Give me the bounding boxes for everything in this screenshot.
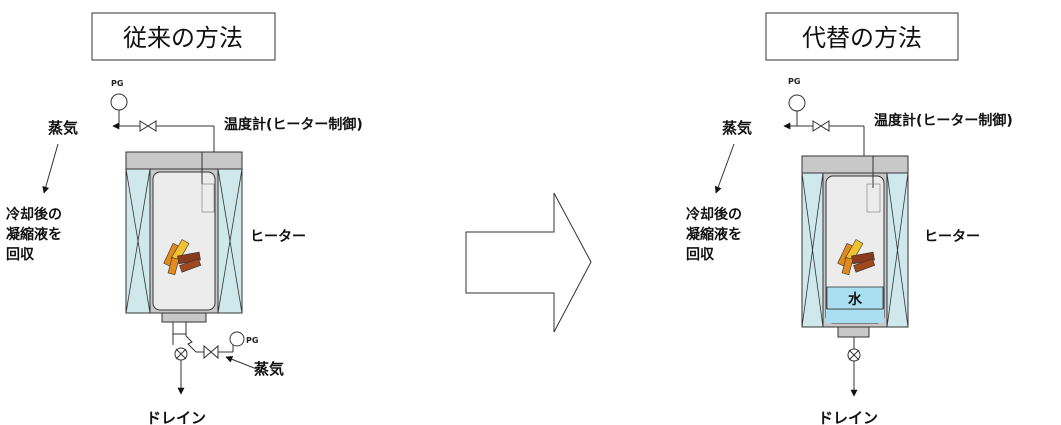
bottom-pressure-gauge-icon xyxy=(229,331,245,347)
top-pressure-gauge-label: PG xyxy=(788,77,800,86)
steam-outlet-valve-icon xyxy=(812,120,830,132)
bottom-piping xyxy=(172,322,263,395)
drain-label: ドレイン xyxy=(818,409,878,425)
svg-text:凝縮液を: 凝縮液を xyxy=(686,226,742,243)
conventional-title-box: 従来の方法 xyxy=(91,12,276,61)
svg-text:凝縮液を: 凝縮液を xyxy=(6,226,62,243)
condensate-arrow xyxy=(714,143,735,194)
transition-arrow-icon xyxy=(465,192,592,333)
water-label: 水 xyxy=(848,291,863,308)
alternative-title-box: 代替の方法 xyxy=(765,12,959,61)
steam-inlet-arrow xyxy=(225,356,263,372)
svg-text:回収: 回収 xyxy=(686,246,715,263)
svg-text:冷却後の: 冷却後の xyxy=(686,206,742,223)
top-pressure-gauge: PG xyxy=(110,79,128,126)
steam-outlet-line xyxy=(783,120,865,156)
alternative-title: 代替の方法 xyxy=(802,24,922,52)
condensate-arrow xyxy=(42,143,59,194)
wood-chips-icon xyxy=(163,239,202,276)
conventional-method-diagram: 従来の方法 PG 蒸気 冷却後の 凝縮液を 回収 温度計(ヒーター制御) xyxy=(6,12,363,425)
wood-chips-icon xyxy=(837,239,876,276)
steam-top-label: 蒸気 xyxy=(48,119,78,137)
heater-label: ヒーター xyxy=(250,229,306,245)
thermometer-label: 温度計(ヒーター制御) xyxy=(874,112,1013,129)
steam-outlet-line xyxy=(112,120,215,152)
conventional-title: 従来の方法 xyxy=(123,24,243,52)
top-pressure-gauge-label: PG xyxy=(111,79,123,88)
water-layer: 水 xyxy=(826,286,884,310)
steam-inlet-valve-icon xyxy=(203,344,219,360)
steam-top-label: 蒸気 xyxy=(722,119,752,137)
condensate-recovery-label: 冷却後の 凝縮液を 回収 xyxy=(686,206,742,263)
top-pressure-gauge: PG xyxy=(788,77,806,126)
condensate-recovery-label: 冷却後の 凝縮液を 回収 xyxy=(6,206,62,263)
pressure-vessel xyxy=(125,151,243,323)
svg-text:冷却後の: 冷却後の xyxy=(6,206,62,223)
thermometer-label: 温度計(ヒーター制御) xyxy=(224,116,363,133)
vessel-lid xyxy=(125,151,243,170)
vessel-lid xyxy=(801,155,909,174)
heater-label: ヒーター xyxy=(924,229,980,245)
drain-label: ドレイン xyxy=(146,409,206,425)
vessel-bottom-outlet xyxy=(837,326,870,338)
bottom-pressure-gauge-label: PG xyxy=(246,336,258,345)
bottom-piping xyxy=(847,337,861,397)
svg-text:回収: 回収 xyxy=(6,246,35,263)
steam-inlet-label: 蒸気 xyxy=(254,360,284,378)
alternative-method-diagram: 代替の方法 PG 蒸気 冷却後の 凝縮液を 回収 温度計(ヒーター制御) xyxy=(686,12,1013,425)
vessel-bottom-outlet xyxy=(161,312,207,323)
steam-outlet-valve-icon xyxy=(139,120,157,132)
